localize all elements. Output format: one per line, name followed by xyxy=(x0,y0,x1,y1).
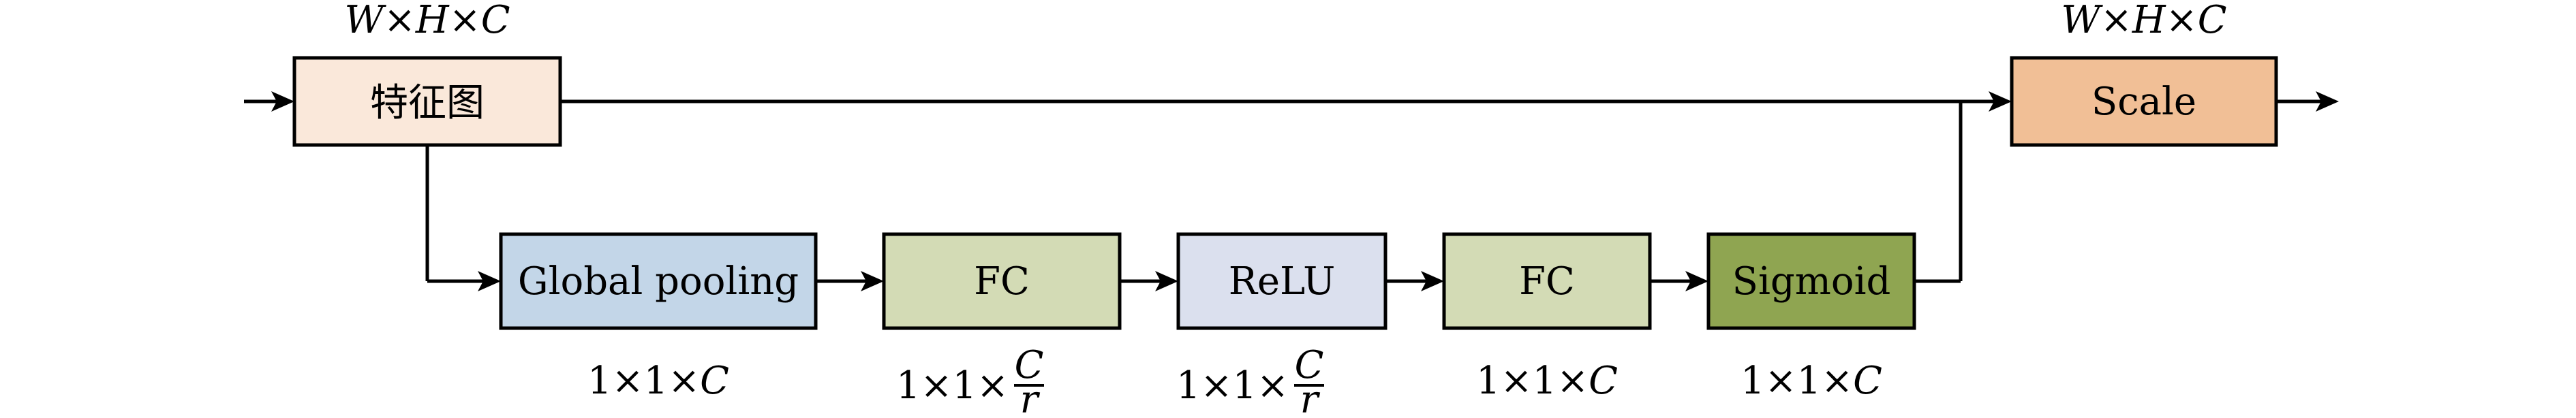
input-arrowhead-icon xyxy=(271,91,294,112)
scale-dim: W×H×C xyxy=(2061,0,2226,42)
dim-numerator: C xyxy=(1295,343,1324,387)
fc1-dim: 1×1×Cr xyxy=(896,343,1044,418)
fc1-node: FC 1×1×Cr xyxy=(882,232,1122,418)
relu-dim: 1×1×Cr xyxy=(1176,343,1324,418)
dim-numerator: C xyxy=(1015,343,1044,387)
dim-denominator: r xyxy=(1020,378,1041,418)
relu-node: ReLU 1×1×Cr xyxy=(1176,232,1387,418)
scale-node: Scale W×H×C xyxy=(2010,0,2278,147)
output-arrowhead-icon xyxy=(2316,91,2339,112)
sigmoid-node: Sigmoid 1×1×C xyxy=(1706,232,1916,403)
feature-map-node: 特征图 W×H×C xyxy=(292,0,562,147)
dim-prefix: 1×1× xyxy=(896,364,1009,408)
fc1-box xyxy=(882,232,1122,330)
pipeline: Global pooling1×1×CFC1×1×CrReLU1×1×CrFC1… xyxy=(499,232,1916,418)
global-pooling-node: Global pooling 1×1×C xyxy=(499,232,818,403)
fc2-label: FC xyxy=(1519,259,1575,304)
fc2-box xyxy=(1442,232,1652,330)
scale-label: Scale xyxy=(2091,80,2196,124)
branch-arrowhead-icon xyxy=(478,271,501,291)
arrowhead-icon xyxy=(861,271,884,291)
feature-map-box xyxy=(292,56,562,147)
global-pooling-label: Global pooling xyxy=(518,259,799,304)
arrowhead-icon xyxy=(1155,271,1178,291)
relu-box xyxy=(1176,232,1387,330)
dim-text: 1×1×C xyxy=(1741,359,1882,403)
dim-prefix: 1×1× xyxy=(1176,364,1289,408)
feature-map-label: 特征图 xyxy=(370,81,485,125)
global-pooling-dim: 1×1×C xyxy=(587,359,729,403)
sigmoid-dim: 1×1×C xyxy=(1741,359,1882,403)
fc1-label: FC xyxy=(974,259,1030,304)
arrowhead-icon xyxy=(1421,271,1444,291)
arrowhead-icon xyxy=(1685,271,1708,291)
fc2-dim: 1×1×C xyxy=(1476,359,1618,403)
global-pooling-box xyxy=(499,232,818,330)
dim-text: 1×1×C xyxy=(1476,359,1618,403)
relu-label: ReLU xyxy=(1229,259,1336,304)
scale-box xyxy=(2010,56,2278,147)
fc2-node: FC 1×1×C xyxy=(1442,232,1652,403)
sigmoid-box xyxy=(1706,232,1916,330)
skip-arrowhead-icon xyxy=(1989,91,2012,112)
dim-denominator: r xyxy=(1300,378,1321,418)
dim-text: 1×1×C xyxy=(587,359,729,403)
sigmoid-label: Sigmoid xyxy=(1732,259,1891,304)
feature-map-dim: W×H×C xyxy=(344,0,510,42)
connectors xyxy=(244,91,2339,291)
